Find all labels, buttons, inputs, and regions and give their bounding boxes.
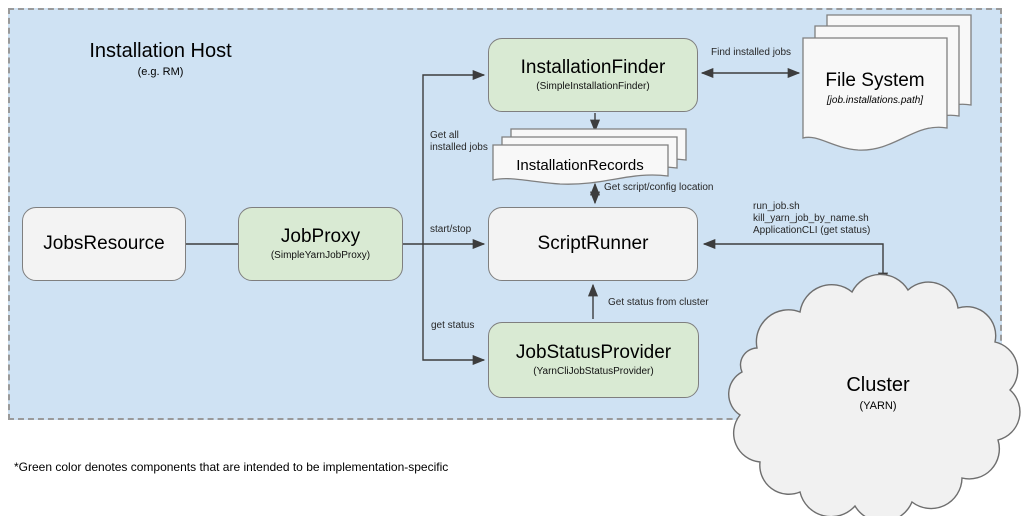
node-title: InstallationFinder — [520, 57, 666, 79]
edge-scriptrunner-cluster — [702, 238, 889, 286]
node-installation-finder: InstallationFinder (SimpleInstallationFi… — [488, 38, 698, 112]
edge-label-start-stop: start/stop — [430, 224, 472, 235]
edge-label-get-status-from-cluster: Get status from cluster — [608, 297, 709, 308]
document-shape — [802, 37, 948, 151]
node-title: JobsResource — [43, 232, 165, 254]
file-system-stack — [802, 14, 972, 151]
cluster-label: Cluster (YARN) — [798, 374, 958, 412]
node-title: JobStatusProvider — [515, 342, 672, 364]
node-job-status-provider: JobStatusProvider (YarnCliJobStatusProvi… — [488, 322, 699, 398]
node-jobs-resource: JobsResource — [22, 207, 186, 281]
edge-label-get-all-installed-jobs: Get all installed jobs — [430, 130, 488, 153]
installation-records-label: InstallationRecords — [516, 157, 644, 174]
node-subtitle: (SimpleYarnJobProxy) — [270, 249, 371, 261]
document-shape — [492, 144, 669, 185]
node-subtitle: (YarnCliJobStatusProvider) — [533, 365, 654, 377]
installation-records-stack — [492, 128, 687, 185]
cluster-cloud — [728, 273, 1021, 516]
edge-label-get-status: get status — [431, 320, 475, 331]
footnote: *Green color denotes components that are… — [14, 460, 449, 474]
edge-label-get-script-config-location: Get script/config location — [604, 182, 714, 193]
node-title: File System — [825, 70, 925, 91]
node-title: ScriptRunner — [537, 232, 649, 254]
edge-label-find-installed-jobs: Find installed jobs — [711, 47, 792, 58]
host-title: Installation Host — [89, 40, 232, 62]
edge-jobproxy-installationfinder — [422, 69, 486, 244]
host-header: Installation Host (e.g. RM) — [58, 40, 263, 78]
edge-jobproxy-jobstatusprovider — [422, 244, 486, 366]
host-subtitle: (e.g. RM) — [137, 66, 184, 78]
edge-label-cluster-commands: run_job.sh kill_yarn_job_by_name.sh Appl… — [753, 201, 871, 236]
node-script-runner: ScriptRunner — [488, 207, 698, 281]
file-system-label: File System [job.installations.path] — [803, 70, 947, 106]
node-title: JobProxy — [280, 226, 361, 248]
node-subtitle: (YARN) — [859, 400, 897, 412]
node-title: Cluster — [846, 374, 910, 396]
node-subtitle: [job.installations.path] — [826, 95, 924, 106]
node-job-proxy: JobProxy (SimpleYarnJobProxy) — [238, 207, 403, 281]
node-subtitle: (SimpleInstallationFinder) — [536, 80, 650, 92]
